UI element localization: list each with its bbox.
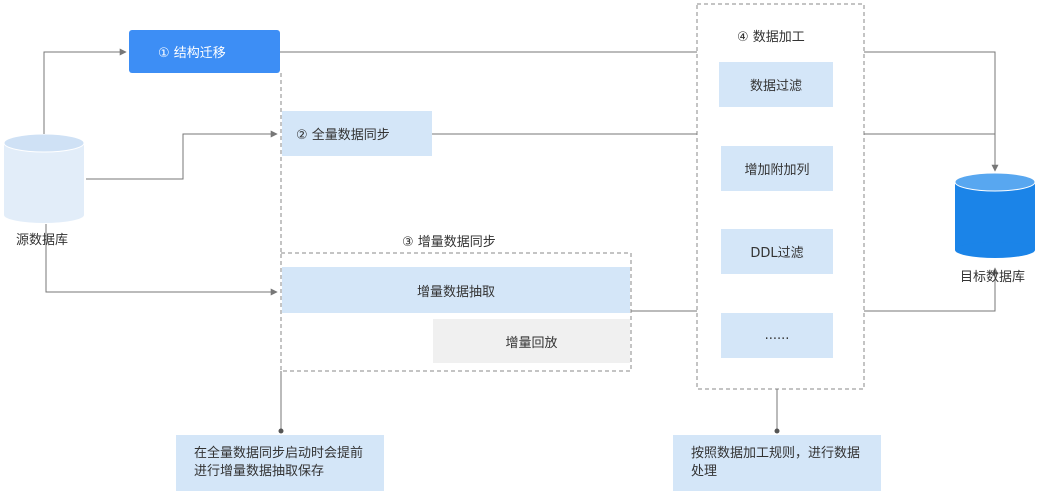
- incremental-note-box: 在全量数据同步启动时会提前进行增量数据抽取保存: [176, 435, 384, 491]
- incremental-replay-box: 增量回放: [433, 319, 630, 363]
- note-processing-dot: [774, 428, 780, 434]
- target-database-label: 目标数据库: [960, 270, 1026, 285]
- target-database-icon: [954, 172, 1036, 258]
- incremental-replay-label: 增量回放: [505, 335, 558, 351]
- data-processing-title: ④ 数据加工: [737, 30, 805, 45]
- processing-item-ddl-filter: DDL过滤: [721, 229, 833, 274]
- incremental-extract-box: 增量数据抽取: [282, 267, 630, 313]
- incremental-extract-label: 增量数据抽取: [416, 284, 495, 300]
- schema-migration-box: ① 结构迁移: [129, 30, 280, 73]
- processing-item-add-column: 增加附加列: [721, 146, 833, 191]
- processing-item-more: ......: [721, 313, 833, 358]
- note-incremental-dot: [278, 428, 284, 434]
- line-schema-to-target-2: [864, 51, 999, 172]
- full-sync-box: ② 全量数据同步: [282, 111, 432, 156]
- full-sync-label: ② 全量数据同步: [296, 128, 390, 143]
- arrow-source-to-schema: [43, 48, 127, 134]
- processing-note-text: 按照数据加工规则，进行数据处理: [691, 446, 861, 479]
- arrow-source-to-extract: [45, 224, 278, 296]
- processing-item-label: ......: [764, 328, 790, 343]
- processing-item-label: 数据过滤: [749, 79, 802, 94]
- processing-item-label: 增加附加列: [744, 163, 810, 178]
- processing-item-filter: 数据过滤: [719, 62, 833, 107]
- processing-note-box: 按照数据加工规则，进行数据处理: [673, 435, 881, 491]
- source-database-icon: [3, 133, 85, 223]
- arrow-source-to-full-sync: [86, 130, 278, 180]
- incremental-note-text: 在全量数据同步启动时会提前进行增量数据抽取保存: [194, 446, 364, 479]
- source-database-label: 源数据库: [16, 233, 69, 248]
- incremental-sync-container: [280, 252, 632, 372]
- schema-migration-label: ① 结构迁移: [158, 46, 226, 61]
- data-processing-container: [696, 3, 865, 390]
- arrow-processing-to-target: [864, 267, 999, 312]
- processing-item-label: DDL过滤: [750, 246, 804, 261]
- incremental-sync-title: ③ 增量数据同步: [402, 235, 496, 250]
